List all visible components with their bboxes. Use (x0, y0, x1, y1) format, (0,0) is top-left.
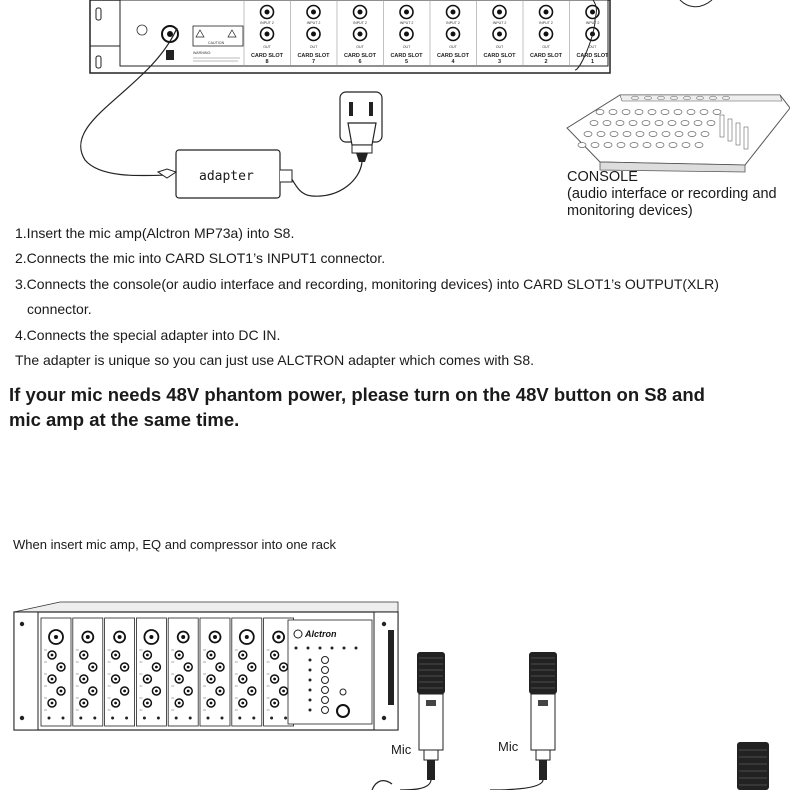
fuse-icon (136, 24, 148, 36)
instruction-step-2: 2.Connects the mic into CARD SLOT1’s INP… (15, 250, 386, 266)
mic-2-icon (489, 652, 557, 790)
output-label: OUT (496, 45, 504, 49)
card-slot-label: CARD SLOT (483, 53, 516, 59)
slot-dividers (243, 0, 570, 66)
instruction-step-4: 4.Connects the special adapter into DC I… (15, 327, 281, 343)
card-slot-label: CARD SLOT (297, 53, 330, 59)
dc-cable (80, 27, 178, 177)
module-3 (104, 617, 135, 727)
power-button-icon (336, 704, 350, 718)
caution-text: CAUTION (208, 41, 225, 45)
input-label: INPUT 2 (539, 21, 553, 25)
card-slot-number: 2 (544, 59, 547, 65)
card-slot-number: 7 (312, 59, 315, 65)
adapter-label: adapter (199, 169, 254, 184)
card-slot-label: CARD SLOT (251, 53, 284, 59)
output-label: OUT (449, 45, 457, 49)
card-slot-label: CARD SLOT (390, 53, 423, 59)
instruction-step-1: 1.Insert the mic amp(Alctron MP73a) into… (15, 225, 295, 241)
console-title: CONSOLE (567, 169, 638, 185)
module-4 (135, 617, 167, 727)
input-label: INPUT 2 (353, 21, 367, 25)
warning-triangle-icon-2 (227, 29, 237, 38)
input-label: INPUT 2 (586, 21, 600, 25)
card-slot-label: CARD SLOT (530, 53, 563, 59)
card-slot-label: CARD SLOT (437, 53, 470, 59)
instruction-step-3: 3.Connects the console(or audio interfac… (15, 276, 719, 292)
caution-label-box (192, 25, 244, 47)
brand-panel (287, 619, 373, 725)
instruction-note: The adapter is unique so you can just us… (15, 352, 535, 368)
input-label: INPUT 2 (307, 21, 321, 25)
phantom-warning-line-2: mic amp at the same time. (9, 409, 240, 430)
output-label: OUT (589, 45, 597, 49)
phantom-warning-line-1: If your mic needs 48V phantom power, ple… (9, 384, 705, 405)
adapter-power-cable (289, 161, 363, 197)
console-subtitle-2: monitoring devices) (567, 203, 693, 219)
mic-label-2: Mic (498, 739, 519, 754)
rack-modules (40, 617, 295, 727)
module-5 (167, 617, 199, 727)
console-subtitle-1: (audio interface or recording and (567, 186, 777, 202)
mic-label-1: Mic (391, 742, 412, 757)
console-cable (574, 0, 597, 71)
output-label: OUT (263, 45, 271, 49)
input-label: INPUT 2 (493, 21, 507, 25)
card-slot-number: 1 (591, 59, 594, 65)
warning-triangle-icon (195, 29, 205, 38)
module-6 (199, 617, 231, 727)
brand-logo-icon (293, 629, 303, 639)
mic-3-icon (737, 742, 769, 790)
section-2-caption: When insert mic amp, EQ and compressor i… (13, 537, 336, 552)
brand-name: Alctron (304, 629, 337, 639)
dc-plug-icon (156, 168, 178, 179)
console-knobs (577, 95, 749, 150)
warning-text: WARNING: (193, 51, 211, 55)
input-label: INPUT 2 (400, 21, 414, 25)
mic-1-icon (399, 652, 445, 790)
card-slot-number: 8 (265, 59, 268, 65)
card-slot-number: 6 (358, 59, 361, 65)
instruction-step-3-cont: connector. (27, 301, 92, 317)
output-label: OUT (310, 45, 318, 49)
output-label: OUT (403, 45, 411, 49)
card-slot-number: 5 (405, 59, 408, 65)
module-7 (231, 617, 263, 727)
output-label: OUT (542, 45, 550, 49)
input-label: INPUT 2 (260, 21, 274, 25)
power-switch-icon (166, 50, 174, 60)
output-label: OUT (356, 45, 364, 49)
mic-cable (679, 0, 713, 8)
module-2 (72, 617, 104, 727)
card-slot-number: 3 (498, 59, 501, 65)
status-leds (294, 646, 358, 714)
module-1 (40, 617, 72, 727)
card-slot-label: CARD SLOT (576, 53, 609, 59)
input-label: INPUT 2 (446, 21, 460, 25)
card-slot-number: 4 (451, 59, 455, 65)
card-slot-label: CARD SLOT (344, 53, 377, 59)
